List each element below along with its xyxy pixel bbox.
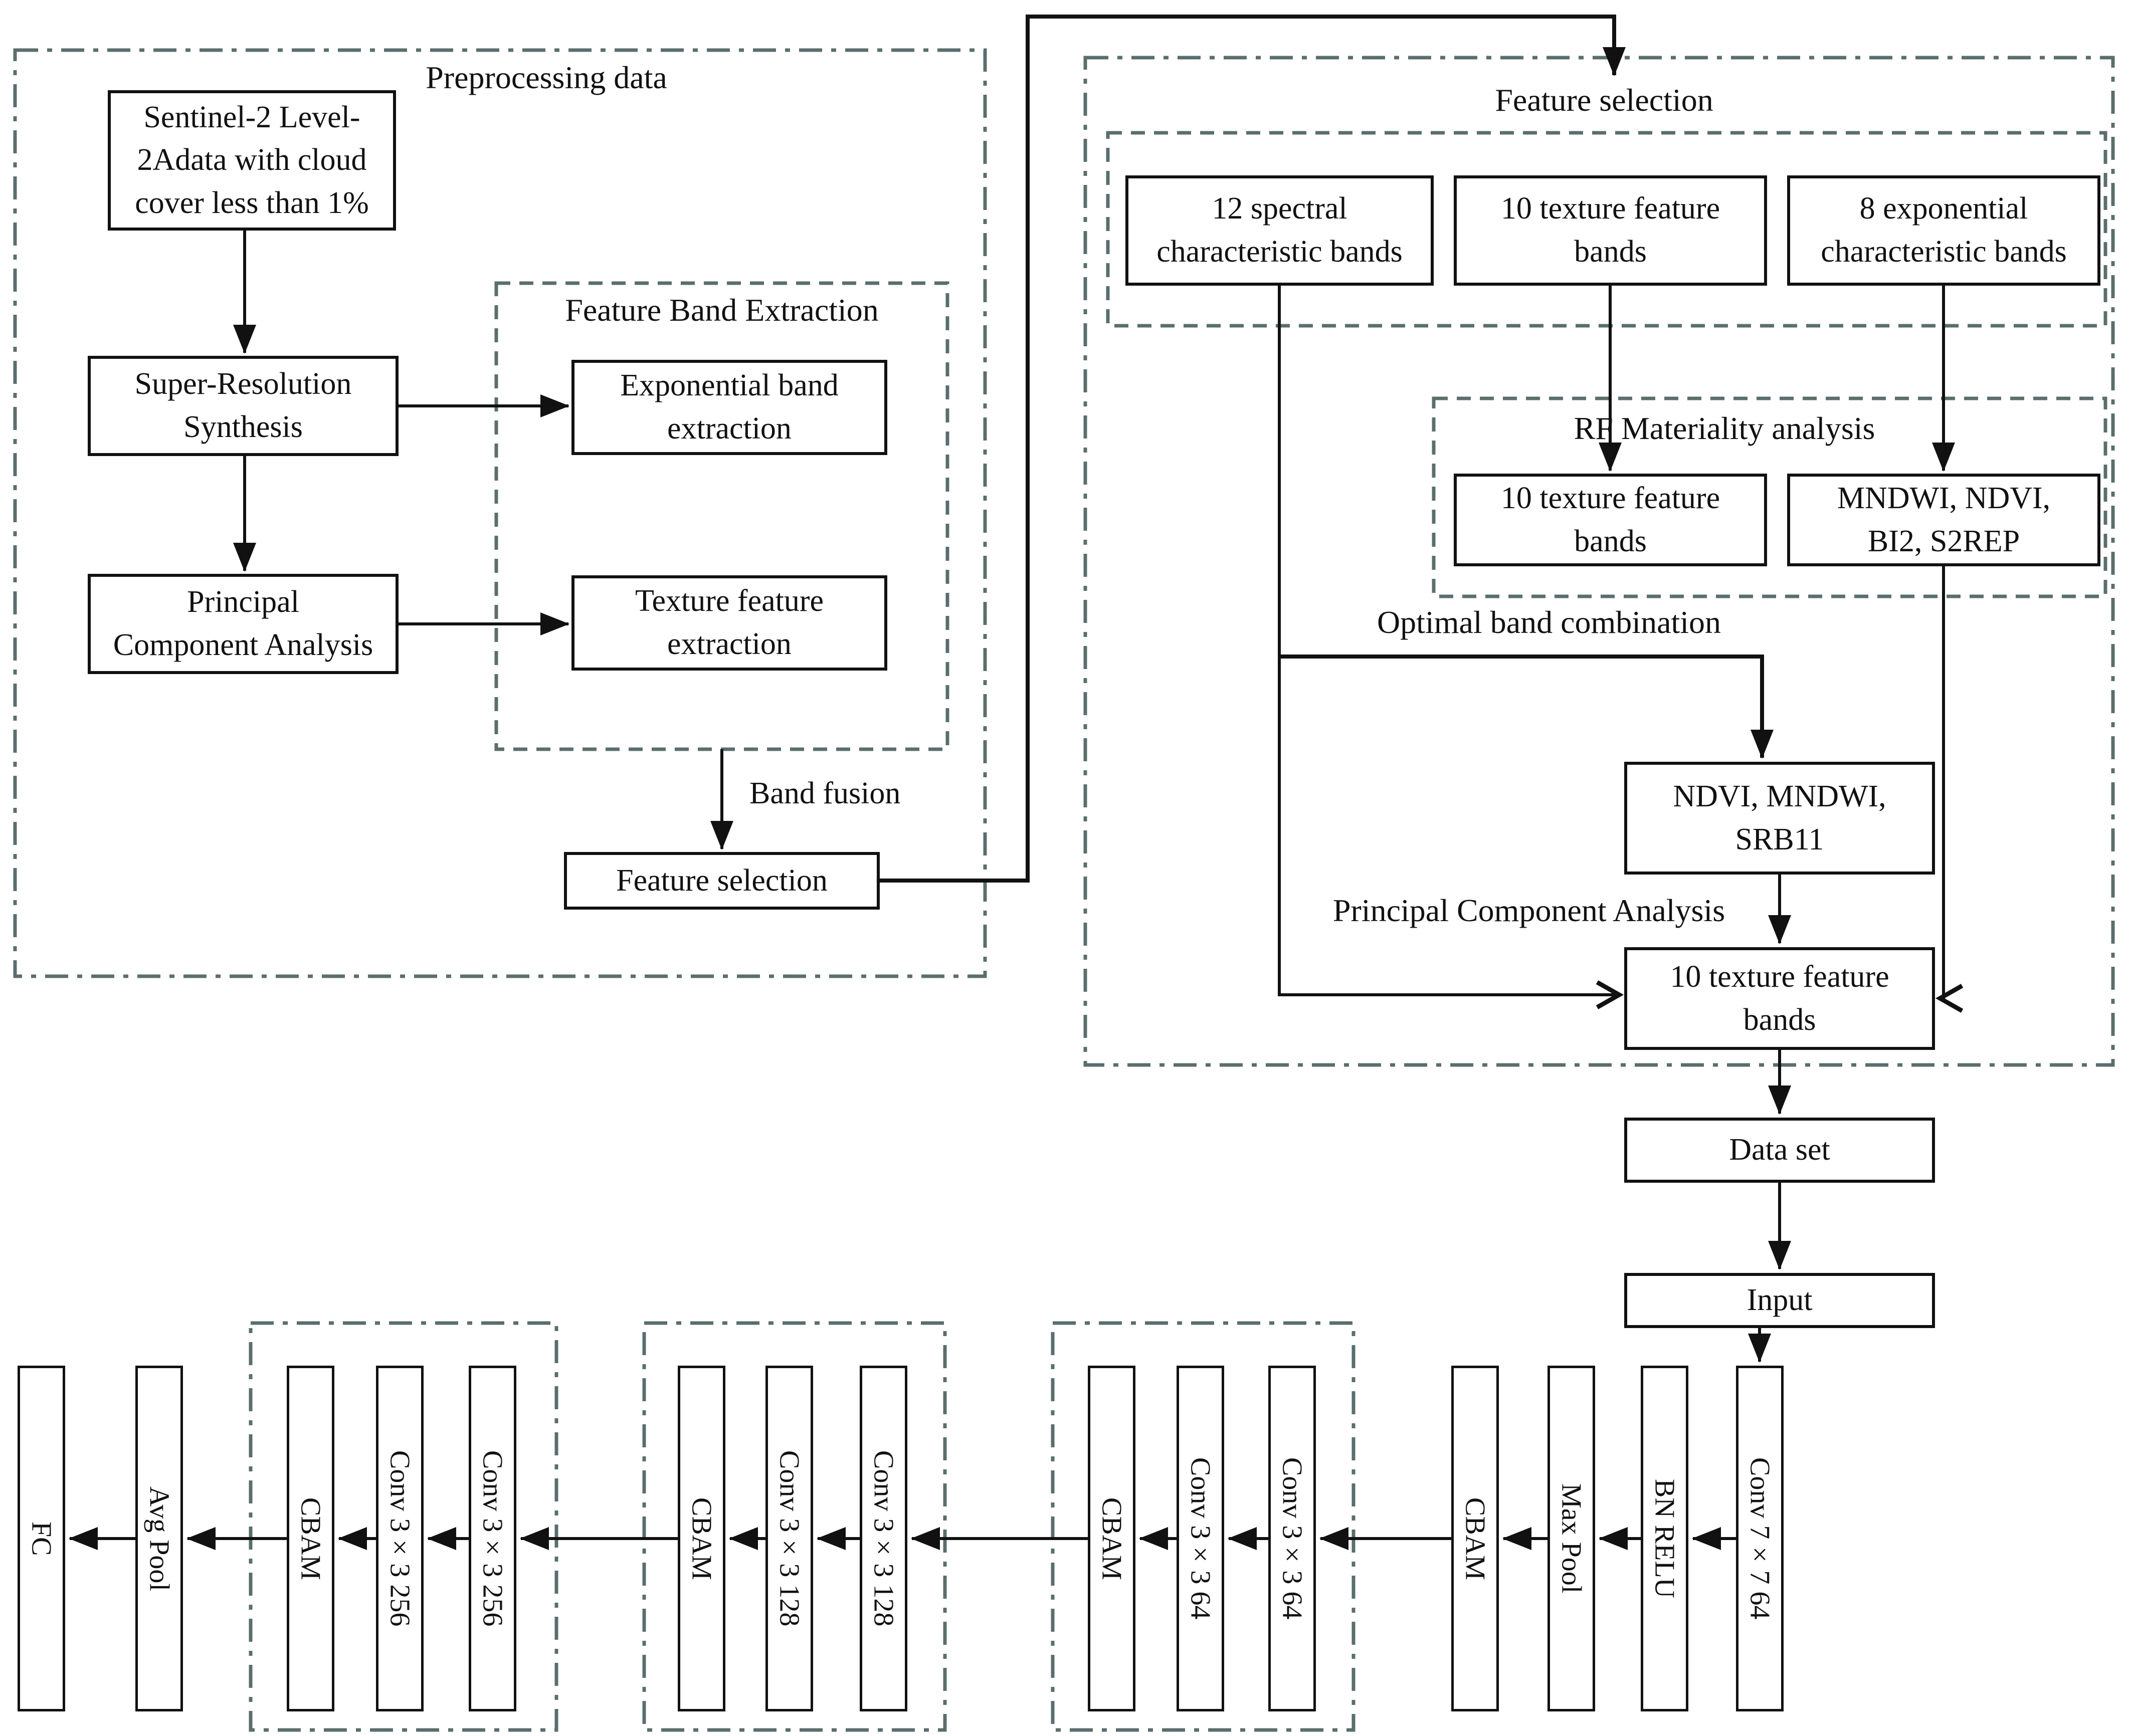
cnn-block-cbam-256: CBAM: [287, 1366, 334, 1711]
cnn-block-conv128-a: Conv 3×3 128: [860, 1366, 907, 1711]
cnn-block-conv128-b: Conv 3×3 128: [765, 1366, 813, 1711]
node-text: extraction: [667, 627, 792, 661]
band-groups-dashed-border: [1106, 131, 2107, 328]
node-text: MNDWI, NDVI,: [1837, 481, 2051, 515]
cnn-block-avg-pool: Avg Pool: [135, 1366, 183, 1711]
feature-band-extraction-border: [494, 281, 949, 751]
node-text: bands: [1574, 235, 1647, 269]
node-text: 10 texture feature: [1500, 191, 1720, 226]
rf-materiality-title: RF Materiality analysis: [1574, 410, 1875, 446]
node-mndwi-ndvi-bi2-s2rep: MNDWI, NDVI, BI2, S2REP: [1787, 474, 2100, 566]
cnn-block-cbam-128: CBAM: [678, 1366, 725, 1711]
node-text: Principal: [187, 585, 299, 619]
node-text: Input: [1747, 1283, 1813, 1318]
feature-band-extraction-title: Feature Band Extraction: [565, 292, 879, 328]
node-data-set: Data set: [1624, 1118, 1935, 1183]
conv64-group-border: [1051, 1321, 1356, 1732]
node-10-texture-bands-top: 10 texture feature bands: [1454, 175, 1767, 286]
node-input: Input: [1624, 1273, 1935, 1328]
optimal-band-combination-label: Optimal band combination: [1377, 604, 1721, 640]
node-text: 12 spectral: [1212, 191, 1347, 226]
rf-analysis-dashed-border: [1432, 396, 2107, 598]
preprocessing-title: Preprocessing data: [426, 60, 667, 95]
cnn-block-conv256-a: Conv 3×3 256: [469, 1366, 516, 1711]
node-text: cover less than 1%: [135, 185, 369, 220]
node-10-texture-bands-rf: 10 texture feature bands: [1454, 474, 1767, 566]
node-text: 10 texture feature: [1500, 481, 1720, 515]
node-exponential-band-extraction: Exponential band extraction: [571, 360, 887, 455]
node-text: Component Analysis: [113, 628, 373, 662]
node-ndvi-mndwi-srb11: NDVI, MNDWI, SRB11: [1624, 762, 1935, 875]
cnn-block-conv77: Conv 7×7 64: [1736, 1366, 1784, 1711]
cnn-block-cbam-stem: CBAM: [1451, 1366, 1499, 1711]
band-fusion-label: Band fusion: [749, 776, 901, 810]
node-text: characteristic bands: [1821, 235, 2067, 269]
node-sentinel-data: Sentinel-2 Level- 2Adata with cloud cove…: [108, 90, 396, 231]
node-12-spectral-bands: 12 spectral characteristic bands: [1125, 175, 1434, 286]
principal-component-analysis-label: Principal Component Analysis: [1332, 893, 1725, 928]
node-principal-component-analysis: Principal Component Analysis: [88, 574, 399, 674]
node-text: Sentinel-2 Level-: [143, 100, 360, 134]
node-text: Synthesis: [183, 410, 303, 444]
node-text: 2Adata with cloud: [137, 143, 367, 177]
node-10-texture-bands-bottom: 10 texture feature bands: [1624, 947, 1935, 1050]
node-text: 8 exponential: [1859, 191, 2028, 226]
connector-spec12-to-tex10bottom: [1278, 286, 1624, 1009]
connector-featsel-to-container: [880, 15, 1626, 883]
cnn-block-conv64-a: Conv 3×3 64: [1268, 1366, 1316, 1711]
connector-mndwi-to-tex10bottom: [1935, 566, 1964, 1013]
node-text: SRB11: [1735, 822, 1824, 856]
node-8-exponential-bands: 8 exponential characteristic bands: [1787, 175, 2100, 286]
node-text: characteristic bands: [1156, 235, 1403, 269]
cnn-block-conv64-b: Conv 3×3 64: [1177, 1366, 1224, 1711]
node-text: extraction: [667, 411, 792, 446]
preprocessing-container-border: [13, 48, 987, 978]
node-text: Super-Resolution: [134, 367, 352, 401]
conv256-group-border: [249, 1321, 558, 1732]
node-text: 10 texture feature: [1670, 959, 1889, 994]
node-text: bands: [1574, 524, 1647, 558]
cnn-block-fc: FC: [18, 1366, 65, 1711]
node-text: Exponential band: [620, 368, 839, 403]
node-text: bands: [1743, 1002, 1816, 1037]
node-text: BI2, S2REP: [1867, 524, 2020, 558]
node-feature-selection: Feature selection: [564, 852, 880, 910]
conv128-group-border: [642, 1321, 947, 1732]
cnn-block-bn-relu: BN RELU: [1641, 1366, 1688, 1711]
cnn-block-max-pool: Max Pool: [1547, 1366, 1595, 1711]
node-super-resolution-synthesis: Super-Resolution Synthesis: [88, 356, 399, 456]
feature-selection-title: Feature selection: [1495, 82, 1713, 118]
node-text: NDVI, MNDWI,: [1673, 779, 1886, 813]
node-text: Data set: [1729, 1133, 1830, 1167]
cnn-block-cbam-64: CBAM: [1088, 1366, 1135, 1711]
node-text: Texture feature: [635, 584, 824, 618]
node-texture-feature-extraction: Texture feature extraction: [571, 575, 887, 671]
feature-selection-container-border: [1083, 56, 2115, 1067]
cnn-block-conv256-b: Conv 3×3 256: [376, 1366, 424, 1711]
connector-optimal-to-ndvi: [1279, 655, 1774, 759]
node-text: Feature selection: [616, 863, 828, 898]
